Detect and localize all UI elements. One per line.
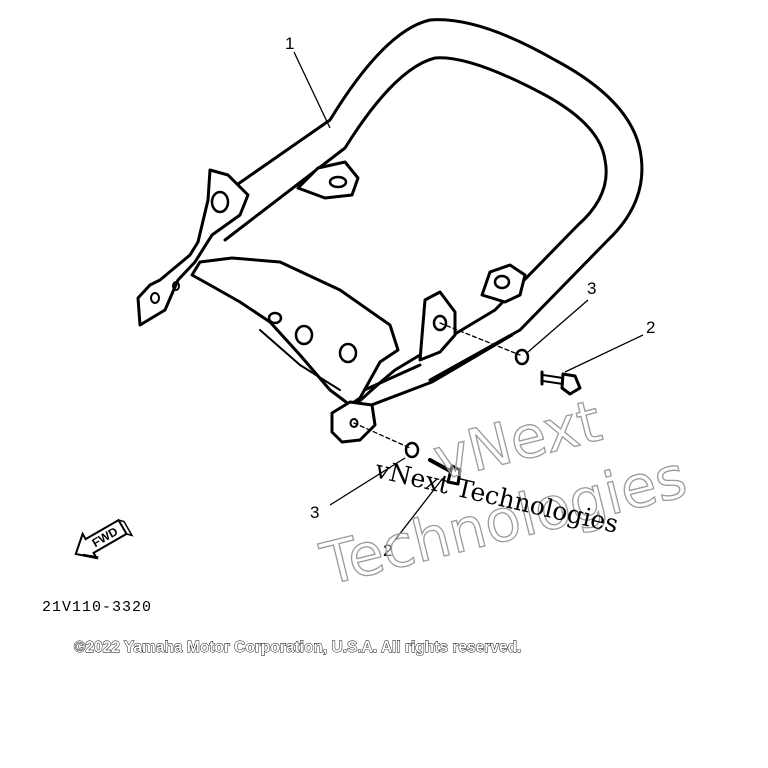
callout-3-lower: 3	[310, 503, 319, 522]
callout-2-lower: 2	[383, 541, 392, 560]
callout-2-upper: 2	[646, 318, 655, 337]
part-number: 21V110-3320	[42, 599, 152, 616]
copyright-notice: ©2022 Yamaha Motor Corporation, U.S.A. A…	[74, 639, 521, 656]
forward-arrow-icon: FWD	[74, 518, 134, 560]
grab-bar-assembly	[136, 18, 644, 486]
leader-lines	[293, 51, 644, 541]
callout-3-upper: 3	[587, 279, 596, 298]
callout-1: 1	[285, 34, 294, 53]
